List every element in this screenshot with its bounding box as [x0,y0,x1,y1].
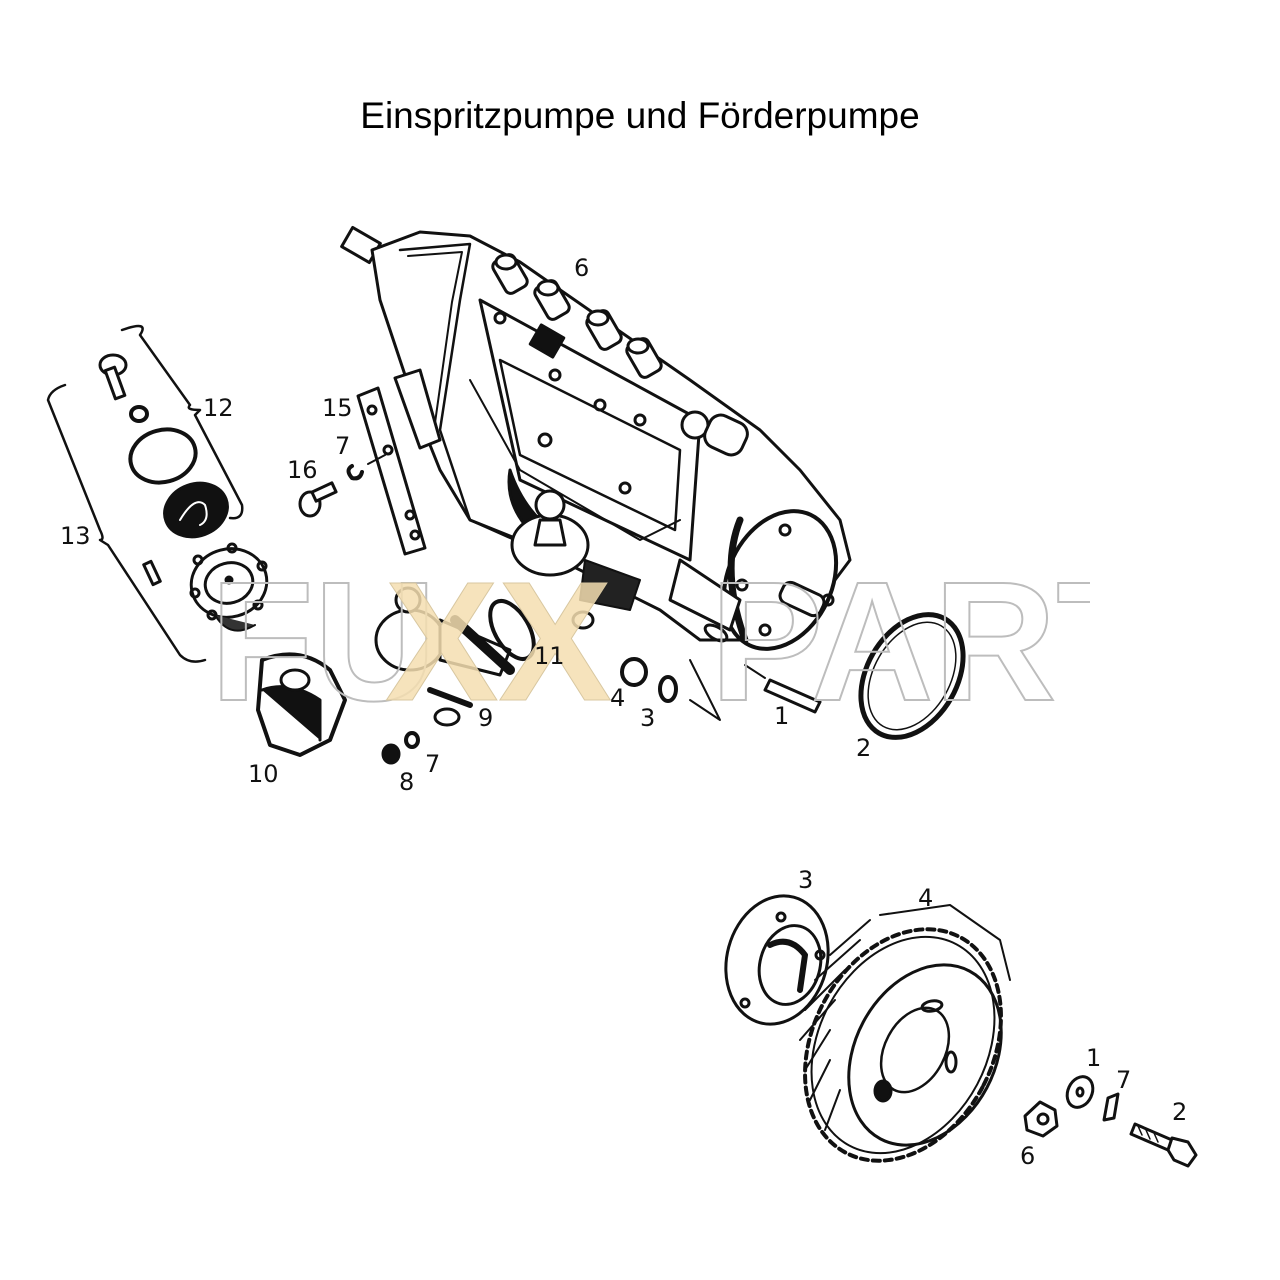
callout-gear-4: 4 [918,884,934,912]
diagram-title: Einspritzpumpe und Förderpumpe [360,95,920,136]
feed-pump-exploded [256,586,966,765]
callout-15: 15 [322,394,353,422]
callout-gear-7: 7 [1116,1066,1132,1094]
callout-9: 9 [478,704,494,732]
callout-7: 7 [335,432,351,460]
callout-gear-2: 2 [1172,1098,1188,1126]
callout-8: 8 [399,768,415,796]
callout-7b: 7 [425,750,441,778]
callout-12: 12 [203,394,234,422]
bracket-bolt-parts [298,368,442,556]
callout-13: 13 [60,522,91,550]
callout-gear-1: 1 [1086,1044,1102,1072]
callout-1: 1 [774,702,790,730]
injection-pump-body [340,225,852,651]
callout-3: 3 [640,704,656,732]
callout-gear-3: 3 [798,866,814,894]
callout-11: 11 [534,642,565,670]
callout-2: 2 [856,734,872,762]
callout-16: 16 [287,456,318,484]
callout-6: 6 [574,254,590,282]
cover-kit-parts [46,324,269,663]
feed-pump-mounted [510,489,641,630]
callout-10: 10 [248,760,279,788]
callout-4: 4 [610,684,626,712]
drive-gear-assembly [724,894,1198,1168]
callout-gear-6: 6 [1020,1142,1036,1170]
